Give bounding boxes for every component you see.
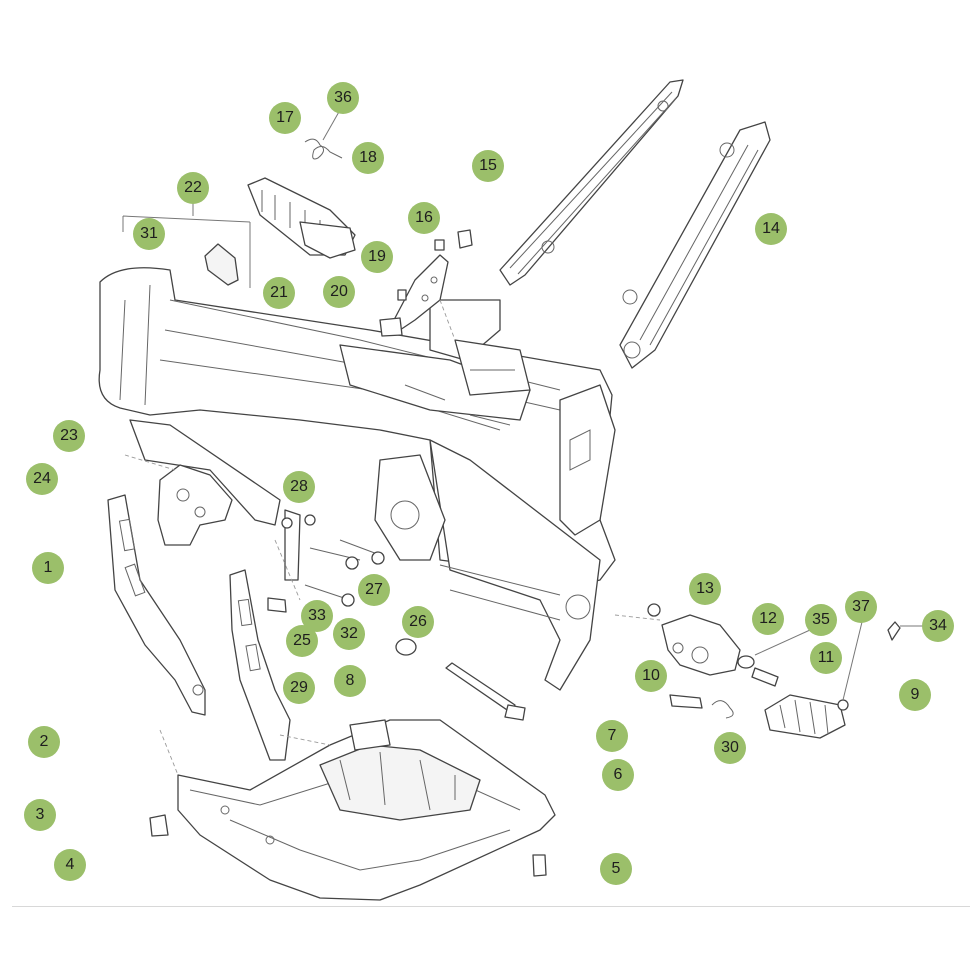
callout-1[interactable]: 1 [32, 552, 64, 584]
frame-bumper [122, 202, 251, 288]
callout-8[interactable]: 8 [334, 665, 366, 697]
main-frame [98, 267, 616, 691]
right-footpeg-mount [647, 603, 811, 687]
callout-37[interactable]: 37 [845, 591, 877, 623]
assembly-guide-lines [124, 299, 661, 621]
callout-28[interactable]: 28 [283, 471, 315, 503]
callout-3[interactable]: 3 [24, 799, 56, 831]
callout-4[interactable]: 4 [54, 849, 86, 881]
callout-2[interactable]: 2 [28, 726, 60, 758]
right-footpeg [669, 621, 924, 739]
callout-23[interactable]: 23 [53, 420, 85, 452]
footpeg-spring [304, 109, 343, 160]
callout-36[interactable]: 36 [327, 82, 359, 114]
page-divider-line [12, 906, 970, 907]
callout-7[interactable]: 7 [596, 720, 628, 752]
callout-16[interactable]: 16 [408, 202, 440, 234]
callout-27[interactable]: 27 [358, 574, 390, 606]
callout-24[interactable]: 24 [26, 463, 58, 495]
callout-5[interactable]: 5 [600, 853, 632, 885]
engine-mount-plate-left [157, 464, 233, 546]
callout-33[interactable]: 33 [301, 600, 333, 632]
rear-subframe-rail-left [499, 79, 684, 286]
long-through-bolt [445, 662, 526, 721]
callout-9[interactable]: 9 [899, 679, 931, 711]
callout-22[interactable]: 22 [177, 172, 209, 204]
callout-17[interactable]: 17 [269, 102, 301, 134]
rear-subframe-rail-right [619, 121, 771, 369]
left-footpeg [247, 177, 356, 259]
callout-21[interactable]: 21 [263, 277, 295, 309]
top-mounting-bracket [379, 229, 473, 337]
callout-11[interactable]: 11 [810, 642, 842, 674]
callout-14[interactable]: 14 [755, 213, 787, 245]
callout-10[interactable]: 10 [635, 660, 667, 692]
callout-30[interactable]: 30 [714, 732, 746, 764]
callout-29[interactable]: 29 [283, 672, 315, 704]
front-skid-bracket-left [107, 494, 206, 716]
mounting-bolts [267, 509, 417, 656]
callout-12[interactable]: 12 [752, 603, 784, 635]
callout-18[interactable]: 18 [352, 142, 384, 174]
callout-15[interactable]: 15 [472, 150, 504, 182]
callout-26[interactable]: 26 [402, 606, 434, 638]
callout-32[interactable]: 32 [333, 618, 365, 650]
callout-34[interactable]: 34 [922, 610, 954, 642]
callout-20[interactable]: 20 [323, 276, 355, 308]
skid-plate [149, 719, 556, 901]
callout-19[interactable]: 19 [361, 241, 393, 273]
callout-35[interactable]: 35 [805, 604, 837, 636]
callout-13[interactable]: 13 [689, 573, 721, 605]
callout-6[interactable]: 6 [602, 759, 634, 791]
front-skid-bracket-right [229, 569, 291, 761]
callout-31[interactable]: 31 [133, 218, 165, 250]
